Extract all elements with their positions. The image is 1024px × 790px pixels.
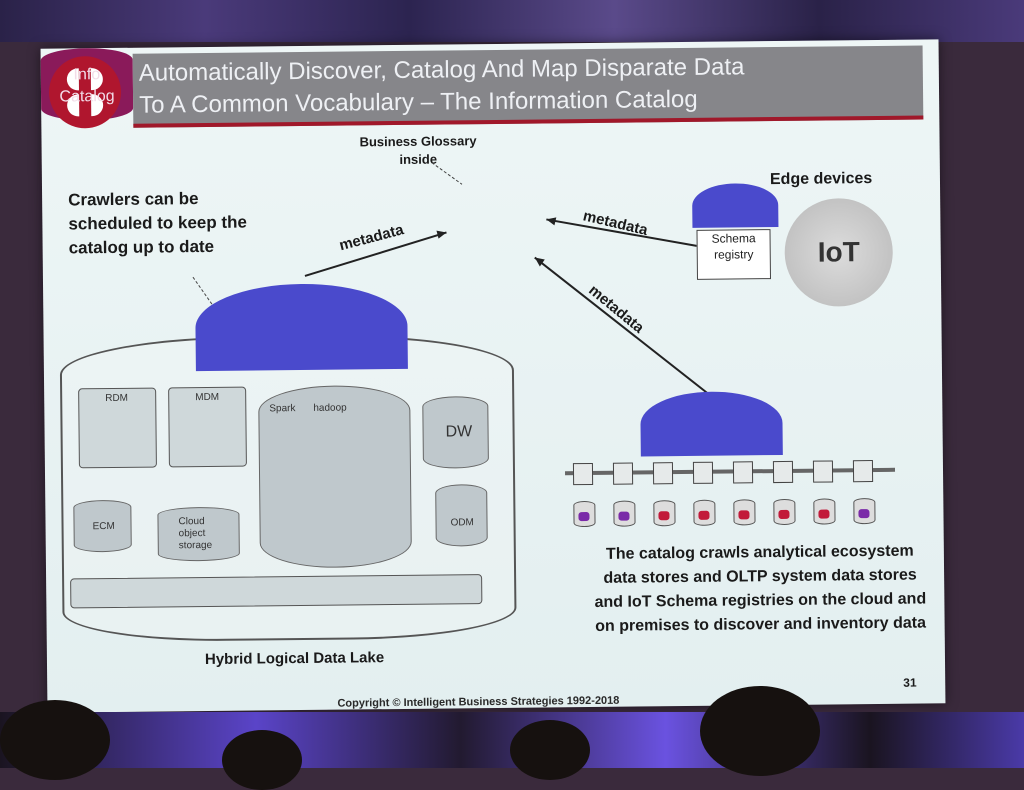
page-number: 31 [903,675,917,690]
schema-registry-box: Schema registry [696,229,772,280]
source-systems-strip [70,574,483,609]
oltp-store [733,499,756,526]
catalog-description: The catalog crawls analytical ecosystem … [594,542,927,635]
chain-node [652,462,674,485]
chain-node [572,462,594,486]
hadoop-cluster: Spark hadoop [258,384,412,569]
projection-screen: Automatically Discover, Catalog And Map … [40,39,946,713]
oltp-crawler-dome [640,390,783,457]
chain-node [612,462,634,485]
oltp-store [613,500,636,527]
edge-crawler-dome [691,183,779,228]
copyright: Copyright © Intelligent Business Strateg… [337,694,620,710]
chain-node [812,460,834,483]
oltp-store [653,500,676,527]
audience-head [0,700,110,780]
chain-node [732,461,754,484]
oltp-store [813,498,836,525]
ecm-store: ECM [73,499,132,553]
chain-node [692,461,714,484]
audience-head [700,686,820,776]
odm-store: ODM [435,484,488,547]
rdm-store: RDM [78,387,157,469]
cloud-object-storage: Cloud object storage [157,506,240,562]
audience-head [222,730,302,790]
iot-icon: IoT [784,197,894,307]
spider-crawler-dome [195,282,408,372]
oltp-store [573,500,596,528]
oltp-store [773,498,796,526]
audience-head [510,720,590,780]
chain-node [852,460,874,483]
connector-lines [192,162,709,395]
dw-store: DW [422,396,489,469]
oltp-store [693,499,716,526]
oltp-store [853,498,876,525]
hybrid-lake-label: Hybrid Logical Data Lake [204,649,385,669]
mdm-store: MDM [168,386,247,468]
stage-curtain [0,0,1024,42]
chain-node [772,460,794,484]
